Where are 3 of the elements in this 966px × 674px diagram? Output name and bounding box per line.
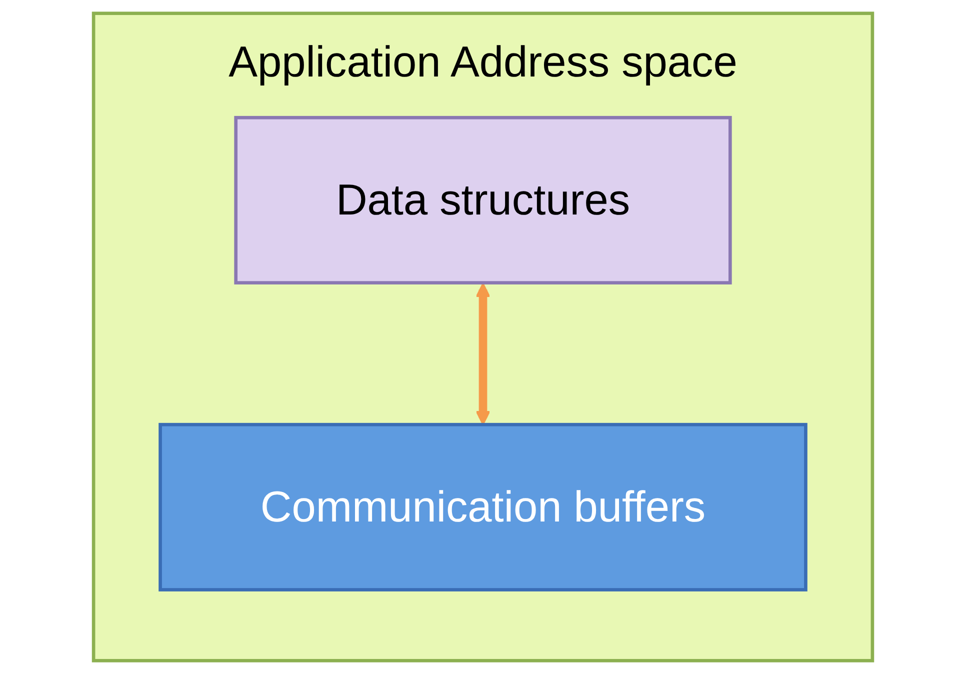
node-box: Communication buffers [158, 422, 808, 592]
node-box: Data structures [234, 116, 732, 284]
arrow [476, 282, 490, 426]
